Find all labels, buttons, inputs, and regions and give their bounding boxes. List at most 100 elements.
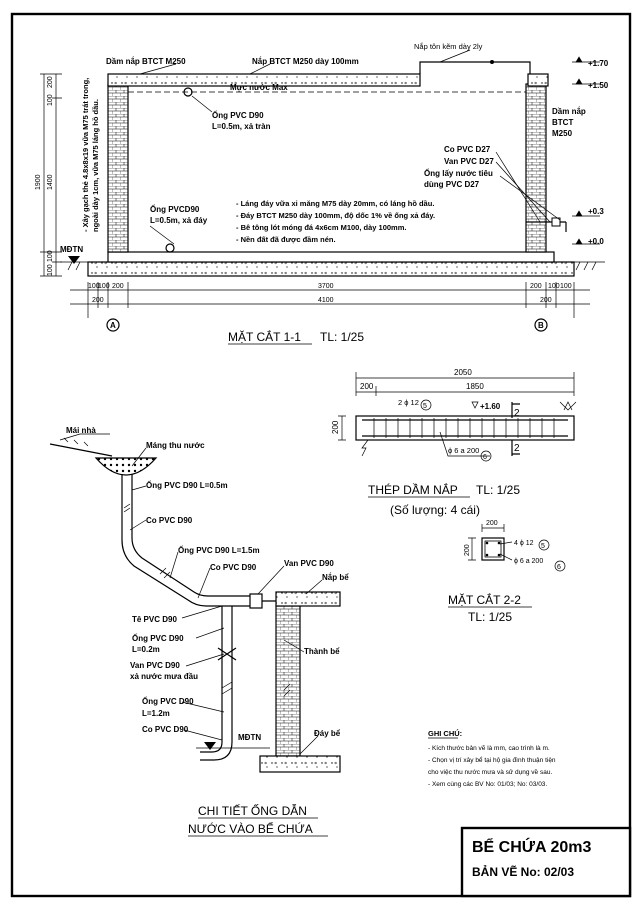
label-drain-sub: L=0.5m, xả đáy — [150, 216, 208, 225]
bar-number-circle — [420, 399, 432, 411]
roof-slab — [107, 73, 421, 87]
downpipe-outer — [121, 474, 250, 607]
label-ong-02: Ống PVC D90 — [132, 633, 184, 643]
label-overflow-sub: L=0.5m, xả tràn — [212, 122, 271, 131]
label-nap-ton: Nắp tôn kẽm dày 2ly — [414, 42, 483, 51]
label-mdtn: MĐTN — [60, 245, 83, 254]
rebar-dot — [497, 553, 501, 557]
pipe-break-marks — [221, 681, 233, 695]
label-muc-nuoc: Mực nước Max — [230, 83, 288, 92]
cut-label: 2 — [514, 443, 520, 454]
section22-scale: TL: 1/25 — [468, 610, 512, 624]
dim-label: 100 — [98, 283, 110, 290]
dim-label: 200 — [360, 382, 374, 391]
stirrup-number-circle — [480, 450, 492, 462]
section-title: MẶT CẮT 1-1 — [228, 329, 301, 344]
dim-label: 4100 — [318, 297, 334, 304]
label-ong-05: Ống PVC D90 L=0.5m — [146, 480, 228, 490]
tank-cover — [275, 591, 341, 607]
dim-label: 200 — [92, 297, 104, 304]
label-drain-pipe: Ống PVCD90 — [150, 204, 200, 214]
rebar-dot — [497, 541, 501, 545]
dim-label: 200 — [486, 520, 498, 527]
wall-break — [283, 683, 291, 697]
pipe-leaders — [59, 433, 323, 755]
note-line: - Kích thước bản vẽ là mm, cao trình là … — [428, 745, 550, 752]
drain-pipe — [165, 243, 175, 253]
dim-label: 100 — [47, 94, 54, 106]
wall-note: - Xây gạch thẻ 4.8x8x19 vữa M75 trát tro… — [81, 78, 90, 232]
pipe-title: NƯỚC VÀO BỂ CHỨA — [188, 821, 313, 836]
beam-reinforcement: 2050 200 1850 200 2 ϕ 12 5 +1.60 2 2 ϕ 6… — [331, 368, 577, 517]
section22-leaders — [499, 541, 513, 561]
note-line: - Chọn vị trí xây bể tại hộ gia đình thu… — [428, 756, 556, 764]
beam-qty: (Số lượng: 4 cái) — [390, 503, 480, 517]
outlet-valve — [551, 217, 561, 227]
label-nap-btct: Nắp BTCT M250 dày 100mm — [252, 57, 359, 66]
dim-label: 100 — [47, 250, 54, 262]
beam-stirrups — [373, 418, 555, 438]
level-label: +1.50 — [588, 81, 609, 90]
hatch-point — [490, 60, 494, 64]
label-co-2: Co PVC D90 — [210, 563, 257, 572]
tank-wall — [275, 605, 301, 757]
first-flush-pipe — [200, 606, 233, 761]
label-te: Tê PVC D90 — [132, 615, 177, 624]
roof-line — [49, 443, 113, 457]
break-mark — [361, 439, 369, 457]
dim-label: 100 — [47, 264, 54, 276]
horizontal-dimensions — [70, 282, 590, 318]
dim-label: 200 — [540, 297, 552, 304]
tank-floor — [259, 755, 341, 773]
cut-label: 2 — [514, 408, 520, 419]
label-ong-12: Ống PVC D90 — [142, 696, 194, 706]
dim-label: 200 — [464, 544, 471, 556]
stirrup-number-circle — [554, 560, 566, 572]
section-leaders — [139, 49, 561, 245]
general-notes: GHI CHÚ: - Kích thước bản vẽ là mm, cao … — [428, 729, 556, 788]
label-ong-12: L=1.2m — [142, 709, 170, 718]
tin-hatch-cover — [419, 61, 531, 74]
title-block-frame — [460, 826, 632, 898]
axis-label: B — [538, 321, 544, 330]
beam-bars — [362, 419, 568, 437]
label-van-xa: Van PVC D90 — [130, 661, 180, 670]
beam-level-marker — [471, 401, 479, 409]
note-line: - Láng đáy vữa xi măng M75 dày 20mm, có … — [236, 199, 434, 208]
label-nap-be: Nắp bể — [322, 573, 349, 582]
section22-stirrup — [484, 540, 502, 558]
beam-dims — [338, 372, 575, 441]
label-ong-15: Ống PVC D90 L=1.5m — [178, 545, 260, 555]
note-line: - Bê tông lót móng đá 4x6cm M100, dày 10… — [236, 223, 406, 232]
cut-marker-bottom — [511, 440, 520, 456]
left-wall — [107, 83, 129, 253]
note-line: - Nền đất đã được đầm nén. — [236, 235, 336, 244]
label-day-be: Đáy bể — [314, 729, 341, 738]
rebar-dot — [485, 541, 489, 545]
right-wall — [525, 83, 547, 253]
label-ong-lay: dùng PVC D27 — [424, 180, 480, 189]
section22-dims — [468, 524, 505, 561]
pipe-title: CHI TIẾT ỐNG DẪN — [198, 803, 307, 818]
pipe-detail: Mái nhà Máng thu nước Ống PVC D90 L=0.5m… — [49, 426, 349, 837]
level-label: +0.0 — [588, 237, 604, 246]
foundation-slab — [87, 261, 575, 277]
dim-label: 1900 — [35, 174, 42, 190]
stirrup-number: 6 — [557, 564, 561, 571]
label-co-d27: Co PVC D27 — [444, 145, 491, 154]
label-van-d27: Van PVC D27 — [444, 157, 494, 166]
label-ong-02: L=0.2m — [132, 645, 160, 654]
label-van-xa: xả nước mưa đầu — [130, 672, 198, 681]
pipe-break-marks — [123, 503, 171, 579]
section-2-2: 200 200 4 ϕ 12 5 ϕ 6 a 200 6 MẶT CẮT 2-2… — [448, 520, 566, 624]
note-line: cho việc thu nước mưa và sử dụng về sau. — [428, 767, 552, 776]
support-mark — [559, 401, 577, 411]
section-scale: TL: 1/25 — [320, 330, 364, 344]
overflow-pipe — [183, 87, 193, 97]
label-dam-nap-right: Dầm nắp — [552, 107, 586, 116]
ground-hatch — [67, 261, 597, 271]
section22-bar: 4 ϕ 12 — [514, 540, 534, 547]
label-co-1: Co PVC D90 — [146, 516, 193, 525]
stirrup-leader — [439, 431, 490, 457]
label-mang-thu: Máng thu nước — [146, 441, 205, 450]
